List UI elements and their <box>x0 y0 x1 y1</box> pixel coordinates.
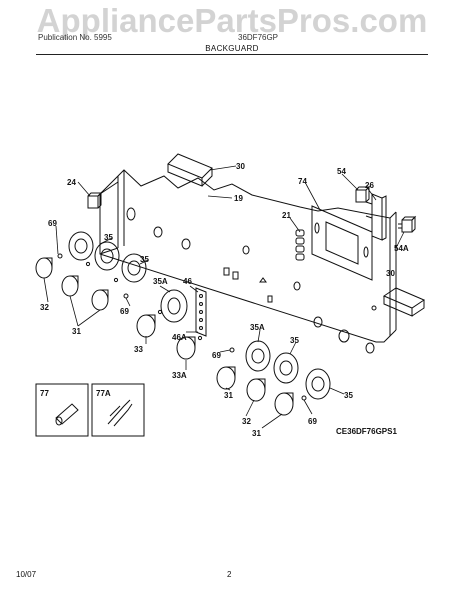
header-rule <box>36 54 428 55</box>
led-strip-21 <box>295 229 305 261</box>
callout-35-b: 35 <box>140 255 149 264</box>
backguard-panel <box>99 169 397 354</box>
callout-69-c: 69 <box>212 351 221 360</box>
bracket-74-plate <box>311 205 373 281</box>
section-title: BACKGUARD <box>205 44 259 53</box>
inset-box-77a <box>91 383 145 437</box>
knob-31-c <box>216 366 236 390</box>
callout-77a: 77A <box>96 389 111 398</box>
diagram-code: CE36DF76GPS1 <box>336 427 397 436</box>
knob-33a <box>176 336 196 360</box>
callout-32-right: 32 <box>242 417 251 426</box>
callout-30-right: 30 <box>386 269 395 278</box>
callout-54a: 54A <box>394 244 409 253</box>
callout-21: 21 <box>282 211 291 220</box>
callout-46a: 46A <box>172 333 187 342</box>
part-24 <box>87 191 103 209</box>
callout-31-b: 31 <box>224 391 233 400</box>
callout-54: 54 <box>337 167 346 176</box>
callout-31-c: 31 <box>252 429 261 438</box>
footer-page-number: 2 <box>227 570 232 579</box>
callout-77: 77 <box>40 389 49 398</box>
callout-35a-left: 35A <box>153 277 168 286</box>
bezel-ring-lower-2 <box>305 368 331 400</box>
bracket-30-right <box>382 287 426 317</box>
knob-32-right <box>246 378 266 402</box>
bezel-ring-35a-right <box>245 340 271 372</box>
callout-24: 24 <box>67 178 76 187</box>
inset-box-77 <box>35 383 89 437</box>
strip-46 <box>195 287 207 337</box>
bracket-26 <box>365 193 387 241</box>
bezel-ring-upper-1 <box>68 231 94 261</box>
knob-31-b <box>91 289 109 311</box>
bezel-ring-35a-left <box>160 289 188 323</box>
model-number: 36DF76GP <box>238 33 279 42</box>
callout-69-d: 69 <box>308 417 317 426</box>
callout-31-a: 31 <box>72 327 81 336</box>
callout-74: 74 <box>298 177 307 186</box>
watermark: AppliancePartsPros.com <box>36 2 428 39</box>
callout-19: 19 <box>234 194 243 203</box>
callout-33a: 33A <box>172 371 187 380</box>
callout-30-top: 30 <box>236 162 245 171</box>
callout-35-d: 35 <box>344 391 353 400</box>
callout-32-left: 32 <box>40 303 49 312</box>
screw-69-group <box>57 253 307 401</box>
bracket-30-top <box>167 153 213 187</box>
callout-69-b: 69 <box>120 307 129 316</box>
callout-33: 33 <box>134 345 143 354</box>
switch-54a <box>398 215 417 233</box>
callout-69-a: 69 <box>48 219 57 228</box>
callout-labels: 30 24 19 74 54 26 21 69 35 35 54A 30 32 … <box>40 162 409 438</box>
knob-33 <box>136 314 156 338</box>
bezel-ring-upper-3 <box>121 253 147 283</box>
publication-number: Publication No. 5995 <box>38 33 112 42</box>
bezel-ring-lower-1 <box>273 352 299 384</box>
callout-26: 26 <box>365 181 374 190</box>
leader-lines <box>43 165 405 429</box>
callout-46: 46 <box>183 277 192 286</box>
footer-date: 10/07 <box>16 570 37 579</box>
callout-35-a: 35 <box>104 233 113 242</box>
bezel-ring-upper-2 <box>94 241 120 271</box>
callout-35a-right: 35A <box>250 323 265 332</box>
knob-31-a <box>61 275 79 297</box>
callout-35-c: 35 <box>290 336 299 345</box>
knob-31-d <box>274 392 294 416</box>
knob-32-left <box>35 257 53 279</box>
